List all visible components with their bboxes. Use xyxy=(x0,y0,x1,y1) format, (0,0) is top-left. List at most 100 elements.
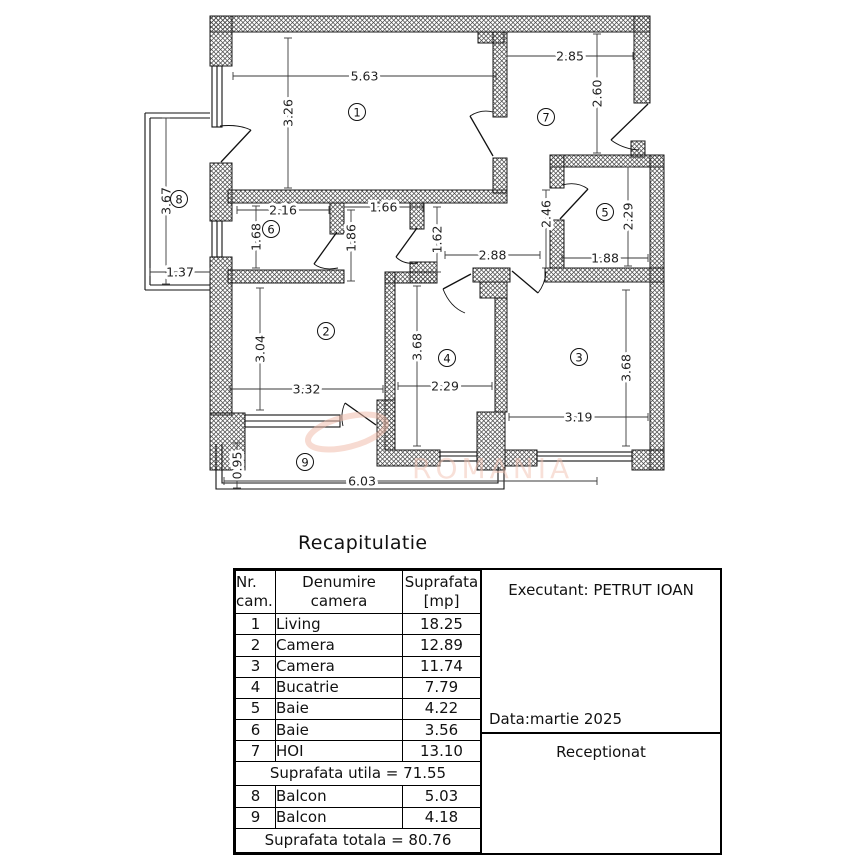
dimension: 2.60 xyxy=(587,33,608,154)
watermark: ROMANIA xyxy=(305,411,573,485)
dimension: 1.37 xyxy=(149,262,211,283)
dimension: 1.62 xyxy=(427,206,448,273)
cell-room-number: 6 xyxy=(235,718,276,742)
cell-room-name: Baie xyxy=(275,718,403,742)
room-marker: 9 xyxy=(296,453,314,471)
dimension-label: 1.62 xyxy=(430,226,445,254)
cell-room-area: 7.79 xyxy=(402,676,481,699)
room-marker: 1 xyxy=(348,103,366,121)
dimension-label: 1.37 xyxy=(166,265,194,280)
doors-layer xyxy=(219,103,649,427)
walls-layer xyxy=(209,15,665,471)
dimension-label: 1.88 xyxy=(591,251,619,266)
cell-room-area: 3.56 xyxy=(402,718,481,742)
dimension-label: 3.32 xyxy=(293,382,321,397)
dimension: 2.88 xyxy=(444,245,541,266)
cell-room-area: 4.22 xyxy=(402,697,481,721)
room-marker: 6 xyxy=(262,220,280,238)
dimension-label: 3.67 xyxy=(159,187,174,215)
signature-panel: Executant: PETRUT IOAN Data:martie 2025 … xyxy=(481,570,720,853)
dimension-label: 2.60 xyxy=(590,80,605,108)
dimension-label: 1.66 xyxy=(370,200,398,215)
dimension: 3.26 xyxy=(278,37,299,189)
cell-room-area: 11.74 xyxy=(402,655,481,678)
room-number: 4 xyxy=(443,352,450,366)
cell-room-name: Camera xyxy=(275,634,403,657)
executant-section: Executant: PETRUT IOAN Data:martie 2025 xyxy=(482,570,720,734)
table-row: Suprafata totala = 80.76 xyxy=(235,827,481,854)
dimension-label: 3.26 xyxy=(281,99,296,127)
cell-room-name: Baie xyxy=(275,697,403,721)
room-number: 7 xyxy=(542,111,549,125)
cell-room-name: Balcon xyxy=(275,806,403,829)
date-label: Data:martie 2025 xyxy=(489,710,623,728)
room-marker: 7 xyxy=(537,108,555,126)
cell-room-area: 4.18 xyxy=(402,806,481,829)
dimension: 3.04 xyxy=(250,287,271,411)
dimension: 1.88 xyxy=(561,248,649,269)
dimension-label: 0.95 xyxy=(230,452,245,480)
room-number-markers: 1 2 3 4 5 6 7 8 9 xyxy=(170,103,614,471)
dimension-label: 6.03 xyxy=(348,474,376,489)
room-number: 1 xyxy=(353,106,360,120)
header-suprafata: Suprafata [mp] xyxy=(402,569,481,615)
dimension: 5.63 xyxy=(232,66,497,87)
dimension: 1.66 xyxy=(343,197,424,218)
dimension-label: 5.63 xyxy=(351,69,379,84)
dimension: 3.67 xyxy=(156,117,177,285)
dimension: 1.86 xyxy=(341,209,362,282)
cell-room-number: 5 xyxy=(235,697,276,721)
dimension-label: 2.46 xyxy=(539,200,554,228)
cell-room-area: 18.25 xyxy=(402,613,481,636)
dimension-label: 2.85 xyxy=(556,49,584,64)
dimension-label: 2.16 xyxy=(269,203,297,218)
dimension: 0.95 xyxy=(227,442,248,489)
dimension-label: 2.88 xyxy=(479,248,507,263)
dimension-label: 1.86 xyxy=(344,224,359,252)
table-row: Suprafata utila = 71.55 xyxy=(235,761,481,787)
room-marker: 3 xyxy=(570,348,588,366)
cell-room-number: 2 xyxy=(235,634,276,657)
room-number: 9 xyxy=(301,456,308,470)
executant-label: Executant: PETRUT IOAN xyxy=(508,581,694,599)
dimension: 3.19 xyxy=(508,407,649,428)
cell-room-number: 3 xyxy=(235,655,276,678)
dimension-label: 2.29 xyxy=(431,379,459,394)
balcony-outlines xyxy=(144,112,505,490)
dimension: 2.29 xyxy=(397,376,493,397)
recap-title: Recapitulatie xyxy=(298,532,428,554)
cell-room-name: Balcon xyxy=(275,785,403,808)
watermark-text: ROMANIA xyxy=(412,452,573,485)
room-number: 8 xyxy=(175,193,182,207)
received-section: Receptionat xyxy=(482,734,720,761)
dimension: 2.46 xyxy=(536,189,557,269)
cell-room-number: 7 xyxy=(235,740,276,763)
total-totala: Suprafata totala = 80.76 xyxy=(235,827,481,854)
room-marker: 8 xyxy=(170,190,188,208)
room-marker: 2 xyxy=(317,322,335,340)
cell-room-number: 9 xyxy=(235,806,276,829)
cell-room-number: 1 xyxy=(235,613,276,636)
cell-room-name: HOI xyxy=(275,740,403,763)
cell-room-number: 8 xyxy=(235,785,276,808)
cell-room-name: Camera xyxy=(275,655,403,678)
watermark-ring xyxy=(305,411,389,453)
room-number: 5 xyxy=(601,206,608,220)
dimension-label: 3.19 xyxy=(565,410,593,425)
received-label: Receptionat xyxy=(556,743,646,761)
dimension: 2.29 xyxy=(618,166,639,267)
dimension-label: 2.29 xyxy=(621,203,636,231)
dimension-label: 3.68 xyxy=(619,354,634,382)
room-number: 2 xyxy=(322,325,329,339)
dimension: 3.68 xyxy=(407,285,428,447)
